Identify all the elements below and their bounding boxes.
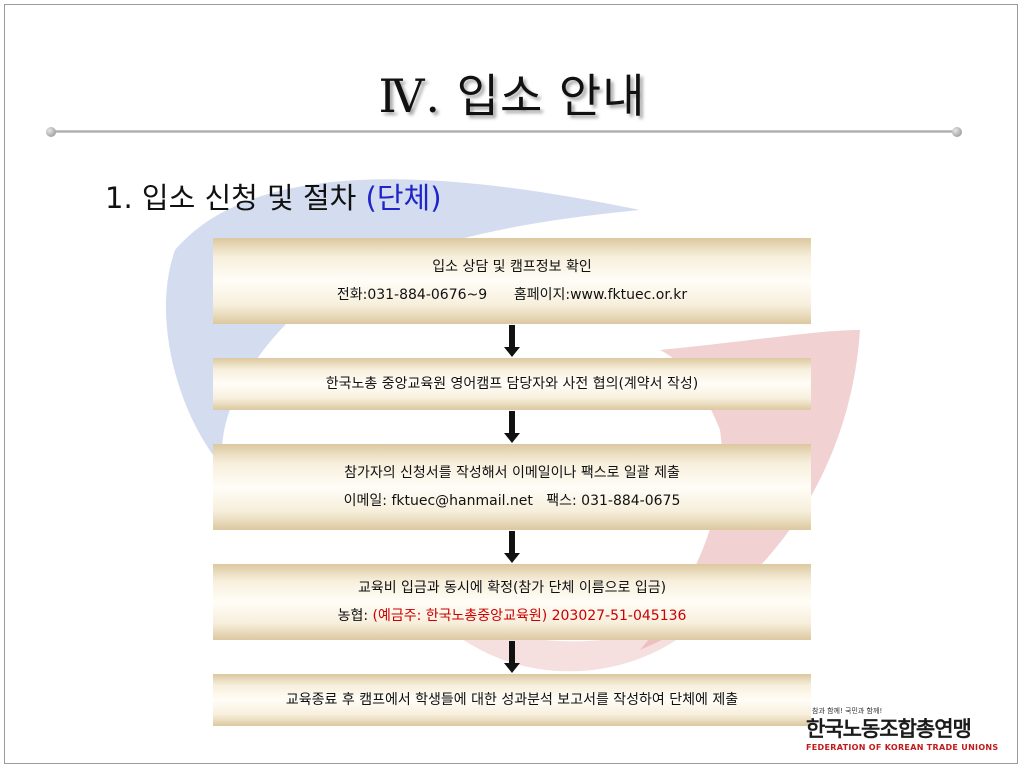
step-contact: 전화:031-884-0676~9 홈페이지:www.fktuec.or.kr <box>336 287 688 303</box>
divider-left-dot <box>46 127 56 137</box>
step-box-preconsult: 한국노총 중앙교육원 영어캠프 담당자와 사전 협의(계약서 작성) <box>213 358 811 410</box>
fktu-logo: 참과 함께! 국민과 함께! 한국노동조합총연맹 FEDERATION OF K… <box>806 706 1016 758</box>
step-box-report: 교육종료 후 캠프에서 학생들에 대한 성과분석 보고서를 작성하여 단체에 제… <box>213 674 811 726</box>
step-box-application: 참가자의 신청서를 작성해서 이메일이나 팩스로 일괄 제출 이메일: fktu… <box>213 444 811 530</box>
flow-arrow-1 <box>504 325 520 357</box>
bank-account: (예금주: 한국노총중앙교육원) 203027-51-045136 <box>372 608 687 624</box>
step-bank-info: 농협: (예금주: 한국노총중앙교육원) 203027-51-045136 <box>338 602 687 630</box>
title-divider <box>52 130 958 133</box>
section-heading: 1. 입소 신청 및 절차 (단체) <box>105 175 442 217</box>
watermark-blue-swoosh <box>165 179 640 470</box>
flow-arrow-4 <box>504 641 520 673</box>
step-box-payment: 교육비 입금과 동시에 확정(참가 단체 이름으로 입금) 농협: (예금주: … <box>213 564 811 640</box>
logo-tagline: 참과 함께! 국민과 함께! <box>812 707 883 715</box>
step-contact: 이메일: fktuec@hanmail.net 팩스: 031-884-0675 <box>343 493 681 509</box>
watermark-red-arc <box>420 600 720 672</box>
bank-name: 농협: <box>337 608 373 624</box>
page-title: Ⅳ. 입소 안내 <box>378 69 646 123</box>
step-title: 교육비 입금과 동시에 확정(참가 단체 이름으로 입금) <box>357 580 667 596</box>
step-title: 참가자의 신청서를 작성해서 이메일이나 팩스로 일괄 제출 <box>344 465 680 481</box>
logo-english-name: FEDERATION OF KOREAN TRADE UNIONS <box>806 743 999 752</box>
divider-right-dot <box>952 127 962 137</box>
flow-arrow-3 <box>504 531 520 563</box>
step-box-consultation: 입소 상담 및 캠프정보 확인 전화:031-884-0676~9 홈페이지:w… <box>213 238 811 324</box>
section-heading-text: 1. 입소 신청 및 절차 <box>105 181 366 215</box>
flow-arrow-2 <box>504 411 520 443</box>
slide-frame <box>4 4 1018 764</box>
step-title: 한국노총 중앙교육원 영어캠프 담당자와 사전 협의(계약서 작성) <box>325 376 699 392</box>
step-title: 입소 상담 및 캠프정보 확인 <box>432 259 592 275</box>
logo-korean-name: 한국노동조합총연맹 <box>806 717 972 741</box>
step-title: 교육종료 후 캠프에서 학생들에 대한 성과분석 보고서를 작성하여 단체에 제… <box>285 692 739 708</box>
section-heading-accent: (단체) <box>365 181 442 215</box>
